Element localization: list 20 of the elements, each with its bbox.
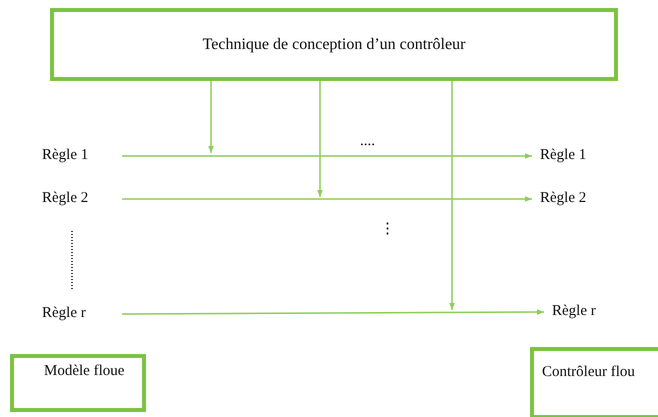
rule-label: Règle 1 xyxy=(540,146,588,164)
model-box xyxy=(10,354,146,412)
box-label: Contrôleur flou xyxy=(542,363,636,381)
rule-label: Règle 1 xyxy=(42,146,90,164)
title-box xyxy=(50,8,618,81)
rule-label: Règle 2 xyxy=(540,189,588,207)
arrow xyxy=(122,309,544,315)
arrow xyxy=(317,81,323,197)
rule-label: Règle 2 xyxy=(42,189,90,207)
rule-label: Règle r xyxy=(552,302,597,320)
arrow xyxy=(449,81,455,310)
arrow xyxy=(122,153,532,159)
box-label: Modèle floue xyxy=(44,362,126,380)
rule-label: Règle r xyxy=(42,304,87,322)
arrow xyxy=(122,196,532,202)
vertical-ellipsis: ⋮ xyxy=(380,220,395,238)
ellipsis: .... xyxy=(360,132,375,150)
controller-box xyxy=(530,347,658,417)
box-title: Technique de conception d’un contrôleur xyxy=(202,36,466,54)
arrow xyxy=(208,81,214,153)
